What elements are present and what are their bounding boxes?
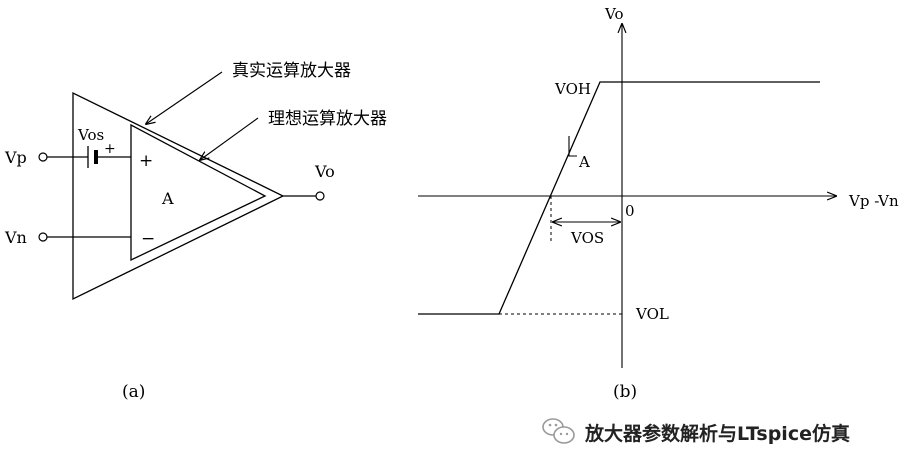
origin-label: 0: [625, 202, 635, 220]
real-opamp-arrow: [146, 71, 223, 124]
ideal-opamp-label: 理想运算放大器: [268, 109, 387, 129]
vp-terminal: [38, 152, 48, 162]
diagram-a: Vo Vp Vos + Vn + − A 真实运算放大器 理想运算放大器 (a): [4, 61, 387, 402]
caption-a: (a): [122, 382, 145, 402]
watermark-text: 放大器参数解析与LTspice仿真: [584, 422, 850, 445]
vo-terminal: [315, 191, 325, 201]
inverting-sign: −: [141, 229, 155, 249]
vol-label: VOL: [635, 305, 669, 323]
vn-label: Vn: [4, 228, 27, 247]
vos-offset-label: VOS: [570, 229, 604, 247]
vos-label: Vos: [77, 126, 104, 144]
vp-label: Vp: [4, 148, 27, 167]
real-opamp-triangle: [72, 91, 285, 301]
noninverting-sign: +: [139, 151, 153, 171]
caption-b: (b): [613, 382, 637, 402]
battery-plus-sign: +: [104, 141, 116, 157]
wechat-icon: [542, 418, 575, 444]
ideal-opamp-arrow: [200, 117, 259, 160]
diagram-b: Vo Vp -Vn 0 A VOH VOL VOS (b): [418, 5, 899, 402]
transfer-curve: [418, 81, 820, 315]
gain-label: A: [161, 189, 174, 208]
vn-terminal: [38, 232, 48, 242]
vo-label: Vo: [314, 162, 335, 181]
voh-label: VOH: [554, 80, 591, 98]
slope-triangle: [568, 136, 577, 157]
real-opamp-label: 真实运算放大器: [232, 61, 351, 81]
y-axis-label: Vo: [604, 5, 624, 23]
x-axis-label: Vp -Vn: [848, 192, 899, 210]
slope-label: A: [578, 153, 590, 171]
watermark: 放大器参数解析与LTspice仿真: [542, 418, 850, 445]
